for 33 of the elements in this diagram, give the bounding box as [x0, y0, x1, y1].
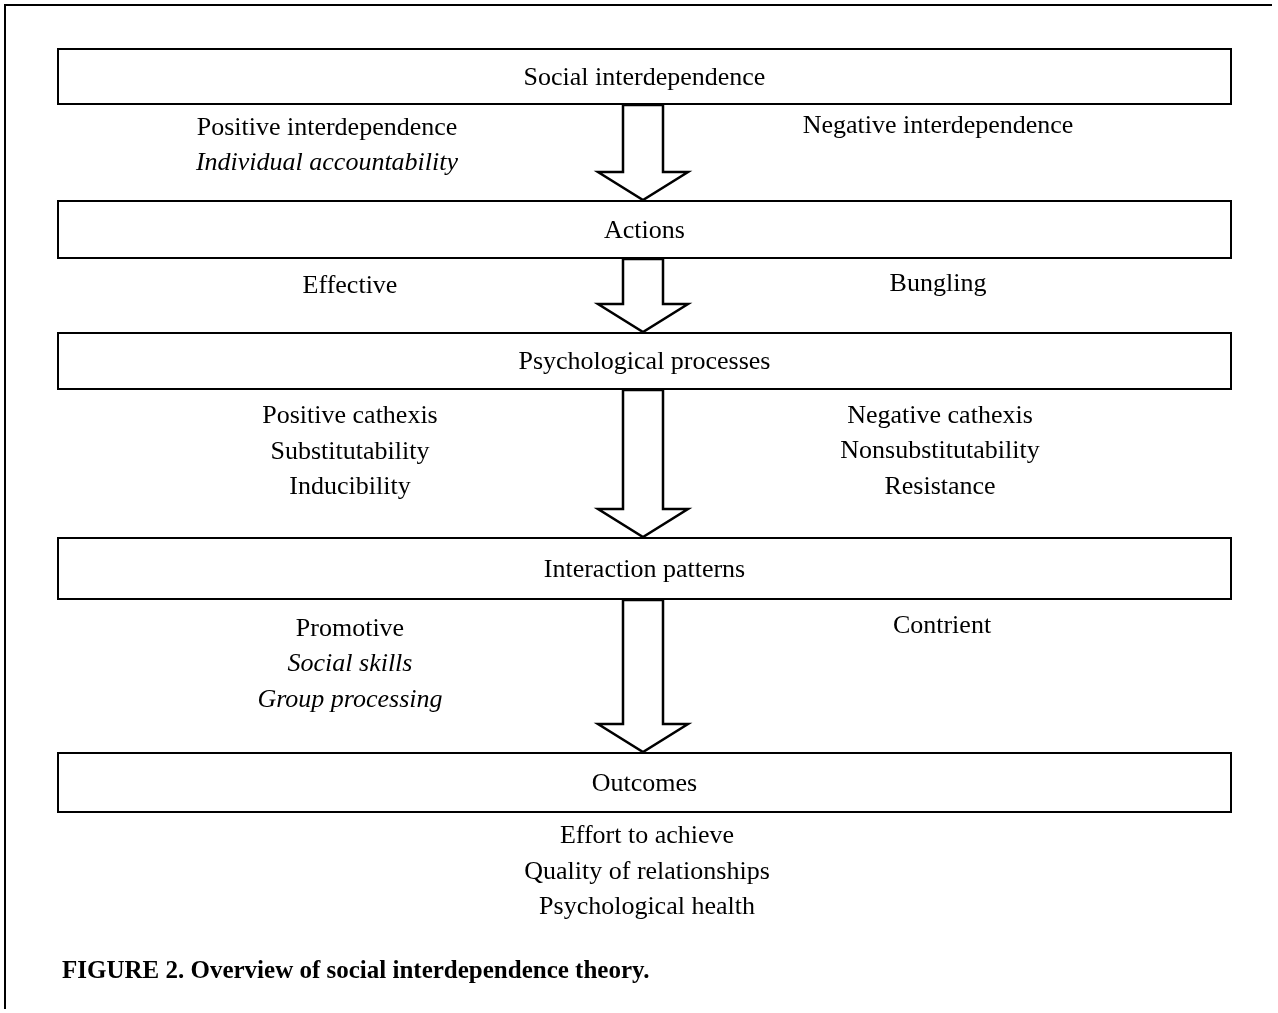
box-title: Outcomes [591, 767, 698, 798]
figure-caption: FIGURE 2. Overview of social interdependence theory. [62, 956, 650, 984]
factor-label: Psychological health [539, 893, 755, 919]
factor-label: Promotive [295, 615, 405, 641]
box-title: Actions [604, 214, 685, 245]
process-box [57, 752, 1232, 813]
factor-label: Contrient [892, 612, 992, 638]
block-arrow [593, 257, 693, 334]
factor-label: Resistance [884, 473, 996, 499]
factor-label: Effective [302, 272, 398, 298]
block-arrow [593, 388, 693, 539]
factor-label: Quality of relationships [524, 858, 770, 884]
factor-label: Positive cathexis [262, 402, 438, 428]
factor-label: Substitutability [270, 438, 430, 464]
factor-label: Negative cathexis [847, 402, 1033, 428]
factor-label: Inducibility [289, 473, 411, 499]
factor-label: Group processing [257, 686, 443, 712]
box-title: Social interdependence [523, 61, 766, 92]
factor-label: Nonsubstitutability [840, 437, 1040, 463]
process-box [57, 537, 1232, 600]
factor-label: Social skills [287, 650, 413, 676]
factor-label: Negative interdependence [802, 112, 1074, 138]
box-title: Interaction patterns [543, 553, 746, 584]
block-arrow [593, 598, 693, 754]
process-box [57, 332, 1232, 390]
block-arrow [593, 103, 693, 202]
process-box [57, 48, 1232, 105]
factor-label: Positive interdependence [196, 114, 458, 140]
process-box [57, 200, 1232, 259]
factor-label: Bungling [889, 270, 987, 296]
factor-label: Effort to achieve [559, 822, 735, 848]
factor-label: Individual accountability [195, 149, 459, 175]
box-title: Psychological processes [518, 346, 771, 376]
